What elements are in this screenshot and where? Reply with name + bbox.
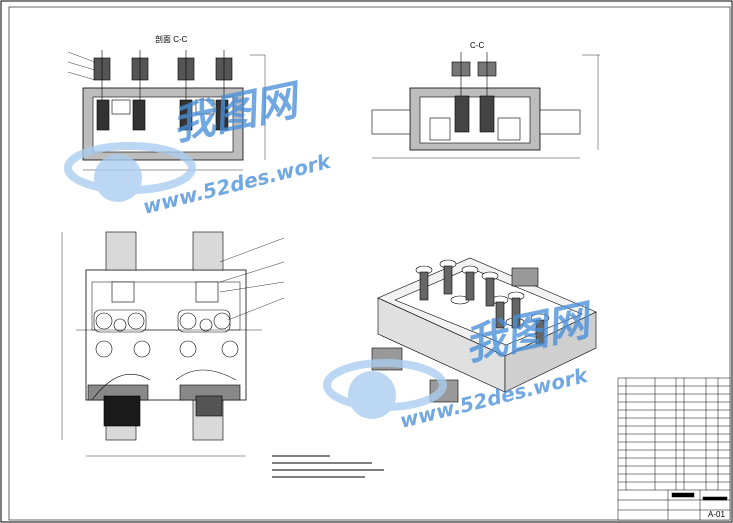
section-view-top-left: 剖面 C-C xyxy=(67,34,266,171)
plan-view-bottom-left xyxy=(61,231,384,478)
section-view-top-right: C-C xyxy=(371,41,600,159)
globe-icon xyxy=(348,371,396,419)
sheet-id: A-01 xyxy=(708,510,725,519)
isometric-view xyxy=(371,257,597,403)
drawing-frame xyxy=(8,6,731,521)
globe-icon xyxy=(94,154,142,202)
title-block xyxy=(617,377,731,521)
section-title-top-left: 剖面 C-C xyxy=(155,34,188,44)
section-title-top-right: C-C xyxy=(470,41,484,50)
